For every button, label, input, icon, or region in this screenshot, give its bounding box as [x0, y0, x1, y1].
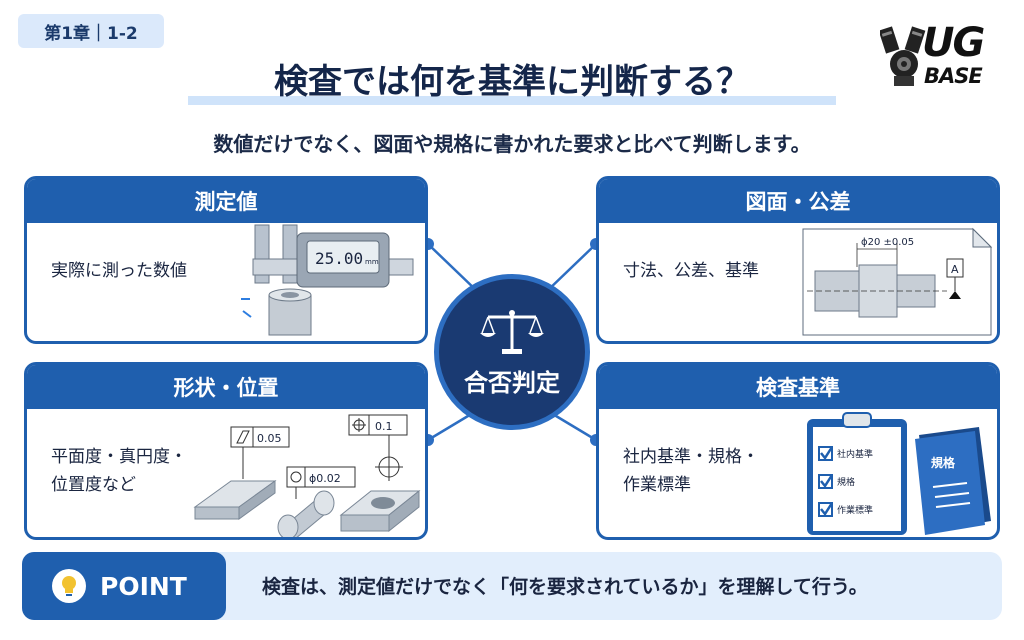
card-drawing-tolerance: 図面・公差 寸法、公差、基準 ϕ20 ±0.05 A [596, 176, 1000, 344]
point-text-highlight: 「何を要求されているか」 [490, 576, 718, 598]
judgment-hub: 合否判定 [434, 274, 590, 430]
point-label: POINT [100, 571, 187, 601]
position-value: 0.1 [375, 420, 393, 433]
card-title: 測定値 [27, 179, 425, 223]
flatness-value: 0.05 [257, 432, 282, 445]
datum-label: A [951, 263, 959, 276]
checklist-item: 社内基準 [837, 448, 873, 460]
logo: UG BASE [880, 20, 1006, 94]
card-title: 図面・公差 [599, 179, 997, 223]
card-text: 寸法、公差、基準 [623, 261, 759, 281]
logo-text-ug: UG [922, 20, 985, 66]
checklist-and-book-icon: 社内基準 規格 作業標準 規格 [807, 412, 991, 535]
card-text: 実際に測った数値 [51, 261, 187, 281]
checklist-item: 規格 [837, 476, 855, 488]
point-text-after: を理解して行う。 [717, 576, 868, 598]
card-text-line2: 位置度など [51, 475, 136, 495]
card-title: 形状・位置 [27, 365, 425, 409]
card-inspection-criteria: 検査基準 社内基準・規格・ 作業標準 社内基準 規格 作業標準 規格 [596, 362, 1000, 540]
drawing-sheet-icon: ϕ20 ±0.05 A [802, 227, 993, 336]
logo-text-base: BASE [924, 64, 983, 88]
checklist-item: 作業標準 [837, 504, 873, 516]
caliper-icon: 25.00 mm [241, 224, 414, 336]
chapter-tag: 第1章｜1-2 [18, 14, 164, 48]
caliper-reading: 25.00 [315, 249, 363, 268]
book-label: 規格 [931, 455, 956, 470]
point-text: 検査は、測定値だけでなく「何を要求されているか」を理解して行う。 [262, 572, 868, 599]
point-bar: POINT 検査は、測定値だけでなく「何を要求されているか」を理解して行う。 [22, 552, 1002, 620]
center-label: 合否判定 [464, 368, 560, 397]
circularity-value: ϕ0.02 [309, 472, 341, 485]
card-text-line2: 作業標準 [623, 475, 691, 495]
point-text-before: 検査は、測定値だけでなく [262, 576, 491, 598]
lightbulb-icon [52, 569, 86, 603]
balance-scale-icon [480, 309, 544, 354]
card-measured-value: 測定値 実際に測った数値 25.00 mm [24, 176, 428, 344]
page-subtitle: 数値だけでなく、図面や規格に書かれた要求と比べて判断します。 [213, 132, 811, 156]
card-text-line1: 平面度・真円度・ [51, 447, 187, 467]
dimension-label: ϕ20 ±0.05 [861, 237, 914, 248]
card-text-line1: 社内基準・規格・ [623, 447, 759, 467]
gdt-parts-illustration: 0.05 ϕ0.02 0.1 [193, 414, 421, 537]
title-underline [188, 96, 836, 105]
point-badge: POINT [22, 552, 226, 620]
caliper-unit: mm [365, 258, 379, 266]
page-title: 検査では何を基準に判断する？ [274, 62, 750, 102]
card-geometry: 形状・位置 平面度・真円度・ 位置度など 0.05 ϕ0.02 0.1 [24, 362, 428, 540]
card-title: 検査基準 [599, 365, 997, 409]
engine-icon [880, 26, 926, 86]
